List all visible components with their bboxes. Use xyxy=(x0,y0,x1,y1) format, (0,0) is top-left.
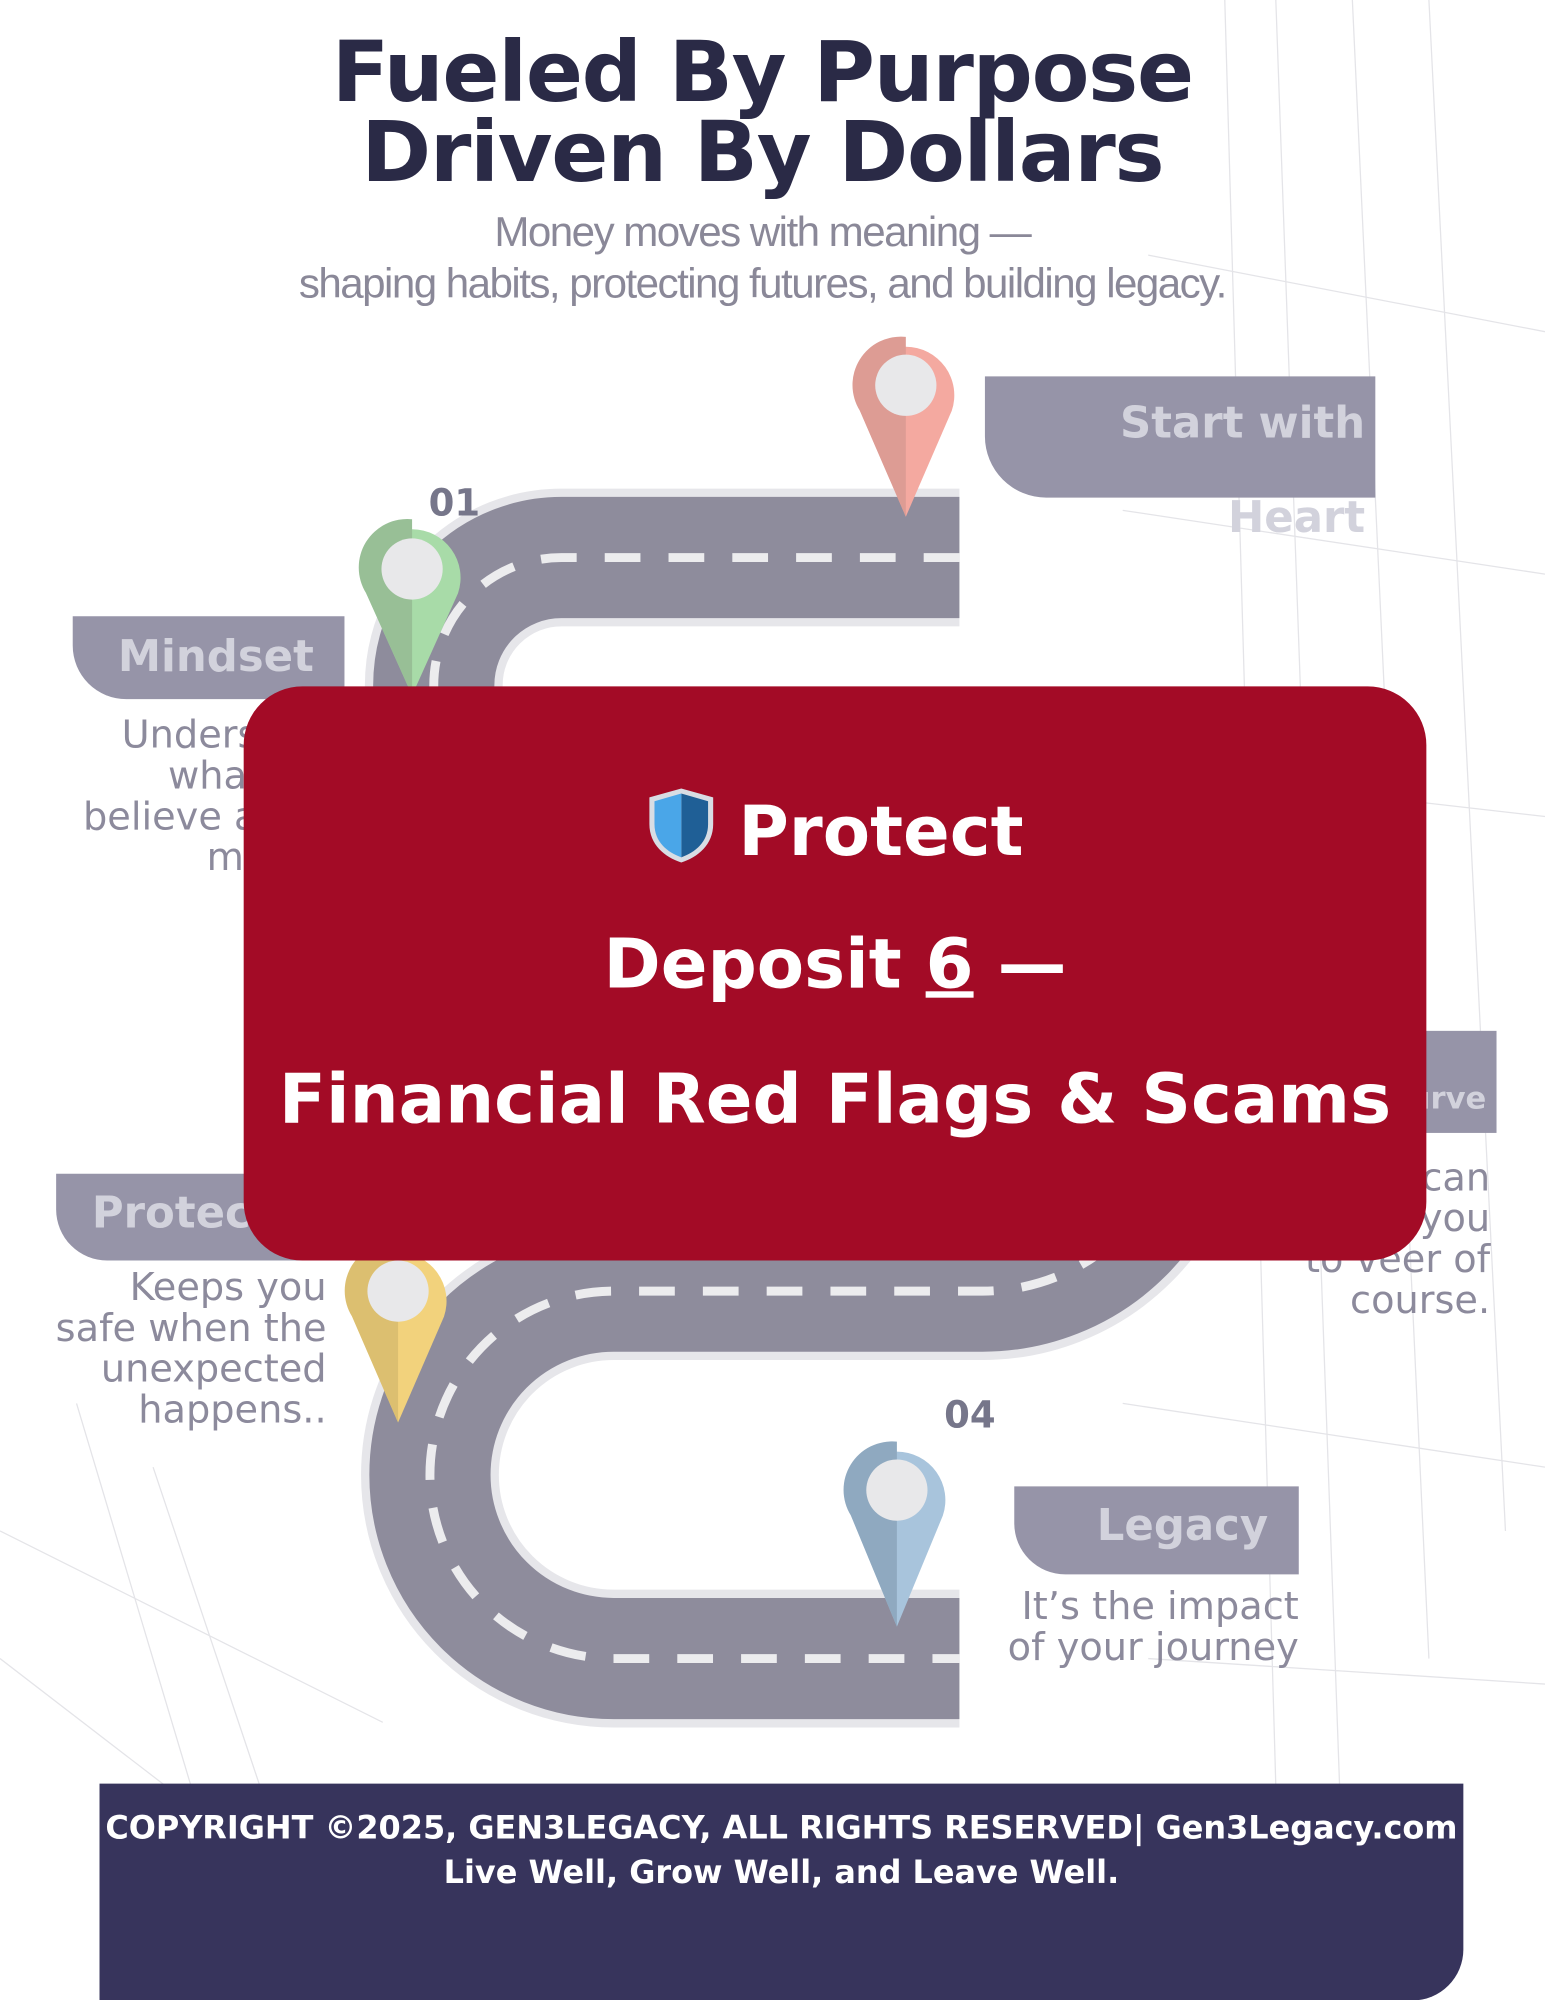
pin-legacy-icon xyxy=(843,1441,946,1627)
tagline-text: Live Well, Grow Well, and Leave Well. xyxy=(443,1853,1120,1891)
shield-icon xyxy=(649,788,713,863)
pin-mindset-icon xyxy=(358,519,461,696)
step-01-number: 01 xyxy=(428,480,481,525)
subtitle-line-1: Money moves with meaning — xyxy=(494,207,1031,256)
copyright-text: COPYRIGHT ©2025, GEN3LEGACY, ALL RIGHTS … xyxy=(105,1809,1458,1847)
desc-line: It’s the impact xyxy=(1021,1584,1299,1630)
start-label: Start with Heart xyxy=(984,376,1376,543)
card-topic: Financial Red Flags & Scams xyxy=(278,1058,1392,1140)
desc-line: unexpected xyxy=(100,1347,327,1392)
deposit-suffix: — xyxy=(973,923,1067,1005)
deposit-line: Deposit 6 — xyxy=(244,924,1427,1004)
desc-line: of your journey xyxy=(1007,1625,1299,1671)
pin-start-icon xyxy=(852,336,955,517)
deposit-card[interactable]: Protect Deposit 6 — Financial Red Flags … xyxy=(243,686,1427,1261)
desc-line: course. xyxy=(1350,1278,1491,1324)
subtitle-line-2: shaping habits, protecting futures, and … xyxy=(298,258,1227,307)
legacy-label: Legacy xyxy=(1014,1486,1299,1575)
footer: COPYRIGHT ©2025, GEN3LEGACY, ALL RIGHTS … xyxy=(99,1783,1464,2000)
deposit-prefix: Deposit xyxy=(603,923,926,1005)
desc-line: happens.. xyxy=(138,1388,327,1433)
step-04-number: 04 xyxy=(944,1393,996,1437)
card-heading: Protect xyxy=(738,791,1024,872)
pin-protect-icon xyxy=(344,1242,447,1423)
desc-line: Keeps you xyxy=(129,1265,327,1311)
desc-line: safe when the xyxy=(55,1306,327,1352)
title-line-2: Driven By Dollars xyxy=(361,103,1164,202)
mindset-label: Mindset xyxy=(72,616,345,700)
deposit-number: 6 xyxy=(925,923,974,1005)
title-line-1: Fueled By Purpose xyxy=(331,22,1194,122)
card-heading-row: Protect xyxy=(244,786,1427,871)
